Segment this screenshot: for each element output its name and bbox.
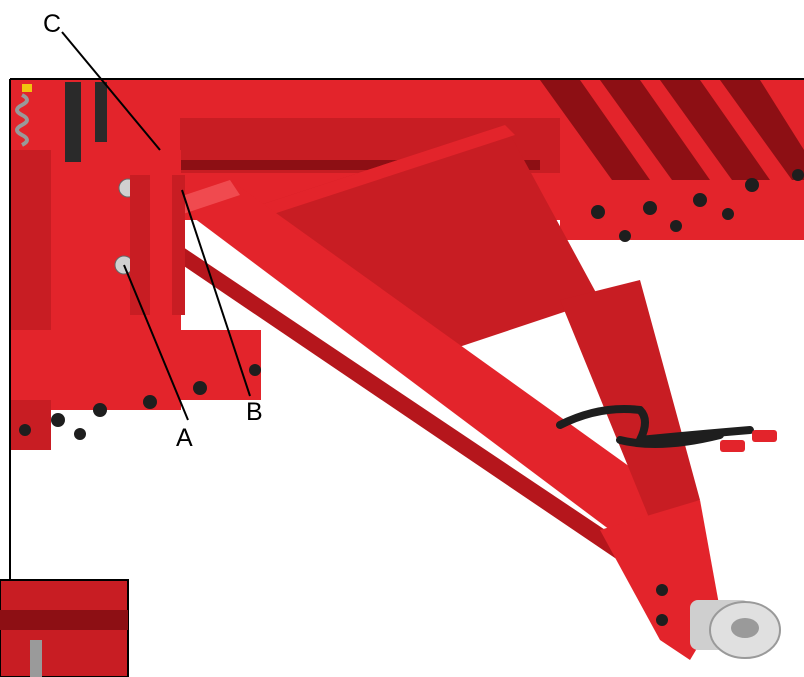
- hydraulic-hoses: [556, 405, 754, 448]
- hitch-holes: [656, 584, 668, 626]
- pivot-pins: [114, 170, 185, 320]
- implement-frame: [11, 80, 804, 450]
- tine-holder-bolts: [19, 169, 804, 440]
- callout-b: B: [246, 398, 263, 426]
- drawbar: [170, 180, 720, 660]
- inset-detail: [0, 579, 129, 677]
- callout-a: A: [176, 424, 193, 452]
- callout-c: C: [43, 10, 62, 38]
- hose-couplers: [720, 430, 777, 452]
- hitch-eye: [690, 600, 781, 659]
- leader-lines: [61, 31, 251, 421]
